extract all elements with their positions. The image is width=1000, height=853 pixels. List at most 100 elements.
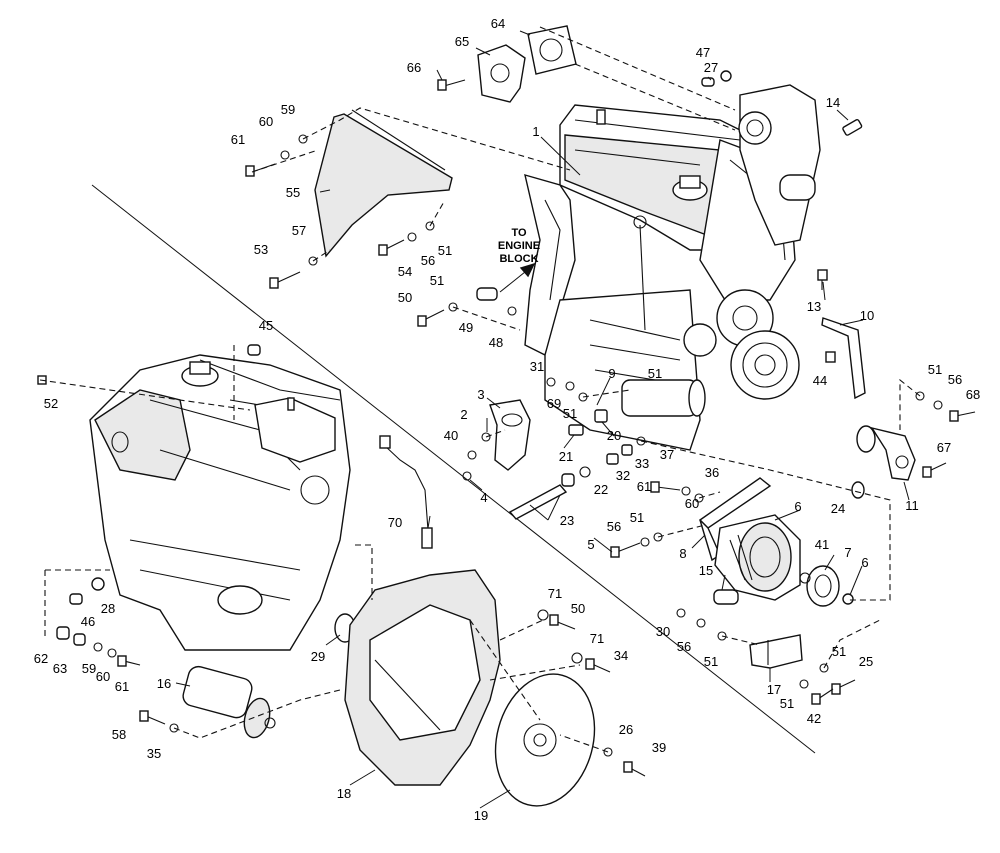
upper-engine-assembly [524, 84, 821, 451]
washer-2 [481, 432, 491, 442]
alternator-6 [714, 514, 801, 601]
callout-32: 32 [616, 468, 630, 483]
callout-51: 51 [704, 654, 718, 669]
callout-33: 33 [635, 456, 649, 471]
callout-71: 71 [548, 586, 562, 601]
fasteners-26-39 [603, 747, 646, 777]
callout-36: 36 [705, 465, 719, 480]
callout-61: 61 [231, 132, 245, 147]
note-line-3: BLOCK [499, 253, 538, 265]
callout-51: 51 [563, 406, 577, 421]
callout-63: 63 [53, 661, 67, 676]
callout-47: 47 [696, 45, 710, 60]
callout-69: 69 [547, 396, 561, 411]
gasket-64 [527, 25, 577, 75]
callout-51: 51 [430, 273, 444, 288]
callout-60: 60 [96, 669, 110, 684]
callout-2: 2 [460, 407, 467, 422]
bell-housing-18 [344, 569, 501, 786]
callout-28: 28 [101, 601, 115, 616]
callout-54: 54 [398, 264, 412, 279]
callout-34: 34 [614, 648, 628, 663]
note-line-2: ENGINE [498, 240, 540, 252]
callout-50: 50 [398, 290, 412, 305]
callout-30: 30 [656, 624, 670, 639]
callout-67: 67 [937, 440, 951, 455]
callout-6: 6 [794, 499, 801, 514]
callout-56: 56 [607, 519, 621, 534]
pipe-23 [508, 473, 575, 520]
fasteners-54-56-51 [378, 221, 435, 256]
callout-16: 16 [157, 676, 171, 691]
fasteners-53-57 [269, 256, 318, 289]
callout-21: 21 [559, 449, 573, 464]
washer-24 [851, 481, 865, 499]
callout-20: 20 [607, 428, 621, 443]
callout-40: 40 [444, 428, 458, 443]
bolt-67 [922, 462, 947, 478]
water-outlet-65 [477, 44, 526, 103]
callout-8: 8 [679, 546, 686, 561]
callout-58: 58 [112, 727, 126, 742]
callout-7: 7 [844, 545, 851, 560]
fitting-28 [91, 577, 105, 591]
fasteners-25-42-51 [799, 663, 856, 705]
fasteners-71-50-71-34 [537, 609, 611, 673]
flywheel-19 [494, 673, 596, 807]
callout-25: 25 [859, 654, 873, 669]
callout-1: 1 [532, 124, 539, 139]
callout-46: 46 [81, 614, 95, 629]
idler-11 [856, 425, 916, 481]
belt-10 [821, 317, 866, 400]
nut-4 [462, 471, 472, 481]
callout-49: 49 [459, 320, 473, 335]
callout-37: 37 [660, 447, 674, 462]
spacer-15 [713, 589, 739, 605]
callout-39: 39 [652, 740, 666, 755]
callout-19: 19 [474, 808, 488, 823]
fasteners-61-60-36 [650, 481, 704, 503]
pulley-7 [799, 565, 854, 607]
callout-15: 15 [699, 563, 713, 578]
callout-66: 66 [407, 60, 421, 75]
callout-48: 48 [489, 335, 503, 350]
sensor-70 [379, 435, 433, 549]
note-line-1: TO [511, 227, 527, 239]
callout-59: 59 [82, 661, 96, 676]
fasteners-5-56-51 [610, 532, 663, 558]
fasteners-62-63-59-60-61 [56, 626, 141, 667]
fasteners-30-56-51 [676, 608, 727, 641]
fittings-cluster [546, 377, 646, 478]
fasteners-50-51-49-48 [417, 287, 517, 327]
callout-35: 35 [147, 746, 161, 761]
callout-5: 5 [587, 537, 594, 552]
bolt-13 [817, 269, 828, 281]
callout-45: 45 [259, 318, 273, 333]
callout-60: 60 [685, 496, 699, 511]
callout-13: 13 [807, 299, 821, 314]
callout-27: 27 [704, 60, 718, 75]
callout-50: 50 [571, 601, 585, 616]
callout-26: 26 [619, 722, 633, 737]
lower-engine-assembly [89, 354, 351, 651]
callout-57: 57 [292, 223, 306, 238]
callout-11: 11 [905, 498, 919, 513]
callout-68: 68 [966, 387, 980, 402]
callout-51: 51 [832, 644, 846, 659]
fasteners-59-60-61 [245, 134, 308, 177]
callout-14: 14 [826, 95, 840, 110]
callout-29: 29 [311, 649, 325, 664]
callout-61: 61 [115, 679, 129, 694]
callout-55: 55 [286, 185, 300, 200]
leader-lines [175, 30, 910, 809]
callout-51: 51 [928, 362, 942, 377]
heat-shield-55 [314, 109, 453, 258]
callout-4: 4 [480, 490, 487, 505]
callout-52: 52 [44, 396, 58, 411]
callout-56: 56 [677, 639, 691, 654]
callout-61: 61 [637, 479, 651, 494]
callout-10: 10 [860, 308, 874, 323]
callout-41: 41 [815, 537, 829, 552]
callout-17: 17 [767, 682, 781, 697]
